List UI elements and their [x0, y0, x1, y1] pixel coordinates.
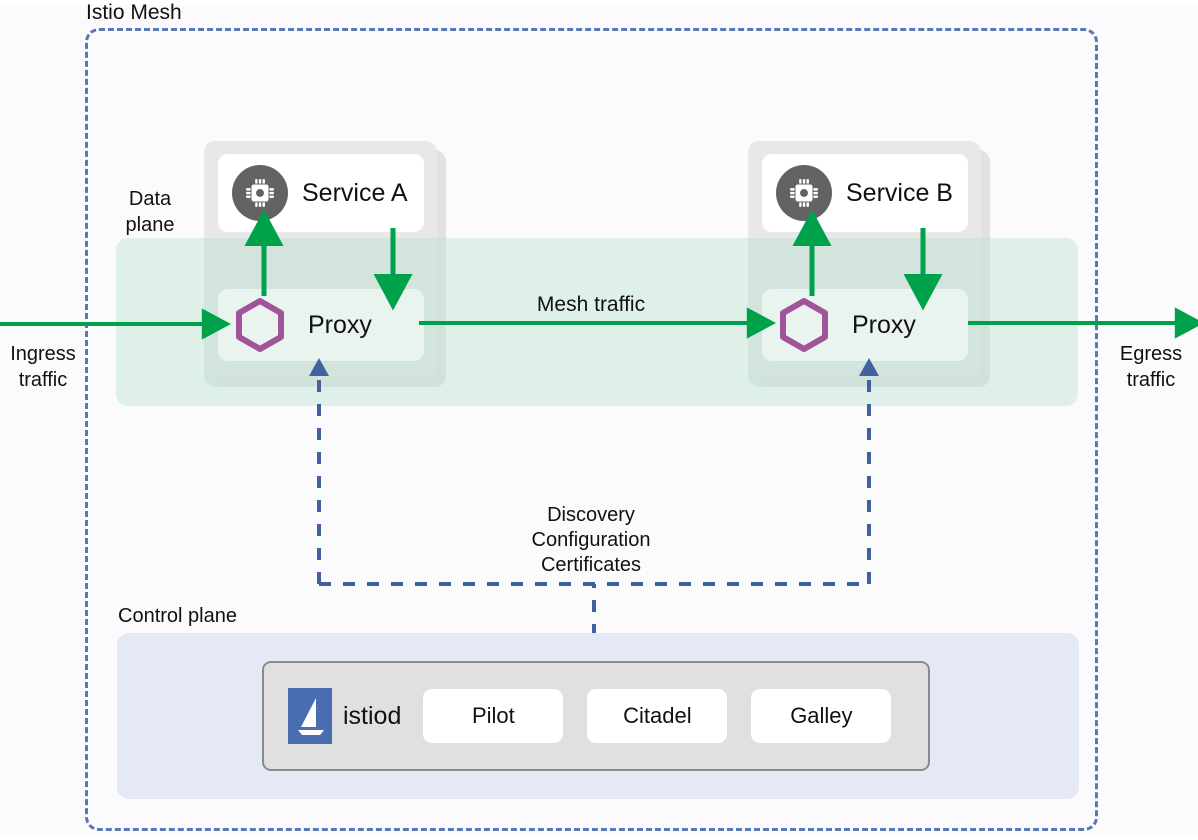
istiod-component-citadel[interactable]: Citadel	[587, 689, 728, 743]
data-plane-label-line2: plane	[125, 214, 175, 236]
pod-service-b[interactable]: Service B Proxy	[748, 141, 990, 387]
control-plane-channel-label: Discovery Configuration Certificates	[497, 503, 685, 578]
hexagon-icon	[780, 298, 828, 352]
cpu-chip-icon	[232, 165, 288, 221]
istio-sail-logo	[288, 688, 332, 744]
canvas-bottom-edge	[0, 834, 1198, 840]
channel-label-line1: Discovery	[547, 504, 635, 526]
egress-label-line1: Egress	[1119, 343, 1183, 365]
istiod-component-galley[interactable]: Galley	[751, 689, 892, 743]
proxy-a-box[interactable]: Proxy	[218, 289, 424, 361]
service-a-box[interactable]: Service A	[218, 154, 424, 232]
service-a-label: Service A	[302, 178, 408, 207]
ingress-label-line1: Ingress	[10, 343, 76, 365]
ingress-label-line2: traffic	[18, 369, 68, 391]
proxy-b-box[interactable]: Proxy	[762, 289, 968, 361]
istiod-container[interactable]: istiod Pilot Citadel Galley	[262, 661, 930, 771]
hexagon-icon	[236, 298, 284, 352]
service-b-label: Service B	[846, 178, 953, 207]
service-b-box[interactable]: Service B	[762, 154, 968, 232]
data-plane-label: Data plane	[110, 186, 190, 238]
istiod-label: istiod	[343, 701, 402, 730]
proxy-a-label: Proxy	[308, 310, 372, 339]
data-plane-label-line1: Data	[128, 188, 172, 210]
channel-label-line2: Configuration	[531, 529, 651, 551]
control-plane-label: Control plane	[118, 605, 237, 627]
cpu-chip-icon	[776, 165, 832, 221]
istio-mesh-label: Istio Mesh	[86, 1, 182, 24]
istiod-component-pilot[interactable]: Pilot	[423, 689, 564, 743]
proxy-b-label: Proxy	[852, 310, 916, 339]
egress-label-line2: traffic	[1126, 369, 1176, 391]
pod-service-a[interactable]: Service A Proxy	[204, 141, 446, 387]
canvas-top-edge	[0, 0, 1198, 5]
egress-traffic-label: Egress traffic	[1106, 341, 1196, 393]
istio-mesh-boundary	[85, 28, 1098, 831]
ingress-traffic-label: Ingress traffic	[0, 341, 86, 393]
channel-label-line3: Certificates	[540, 554, 642, 576]
mesh-traffic-label: Mesh traffic	[536, 293, 646, 316]
